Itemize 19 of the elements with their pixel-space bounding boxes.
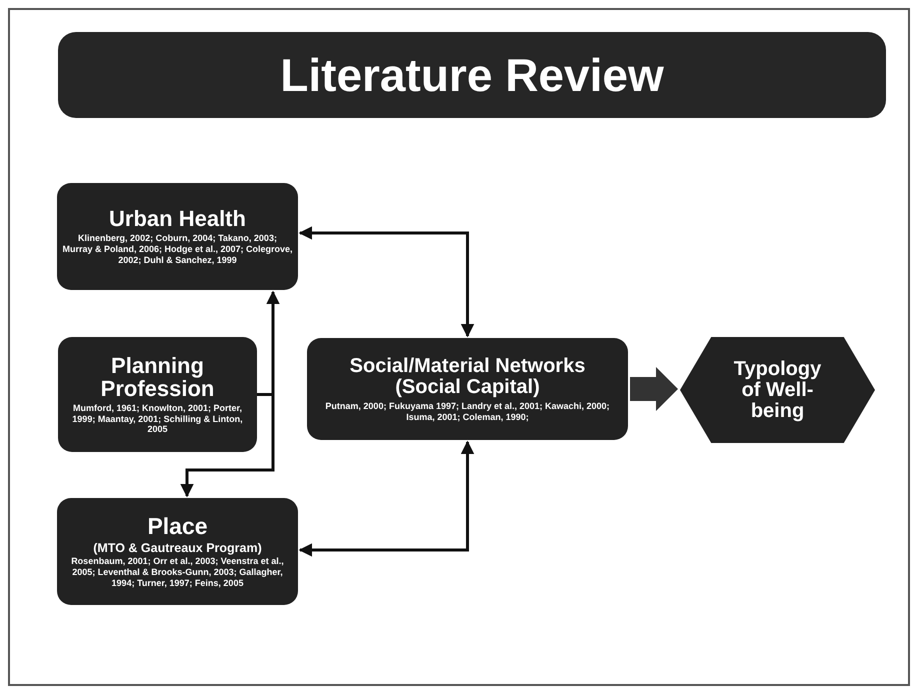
heading: Place: [147, 514, 208, 538]
connector-arrow: [298, 226, 474, 338]
subheading: (MTO & Gautreaux Program): [93, 541, 262, 556]
block-arrow: [630, 367, 678, 411]
reference-list: Rosenbaum, 2001; Orr et al., 2003; Veenstra et al., 2005; Leventhal & Brooks-Gunn, 2003; Gallagher, 1994; Turner, 1997; Feins, 2005: [62, 556, 293, 589]
connector-arrow: [180, 393, 274, 498]
heading: Urban Health: [109, 207, 246, 230]
reference-list: Putnam, 2000; Fukuyama 1997; Landry et al., 2001; Kawachi, 2000; Isuma, 2001; Coleman, 1990;: [312, 400, 623, 422]
reference-box: [58, 337, 257, 452]
reference-list: Klinenberg, 2002; Coburn, 2004; Takano, 2003; Murray & Poland, 2006; Hodge et al., 2007; Colegrove, 2002; Duhl & Sanchez, 1999: [62, 233, 293, 266]
heading: Social/Material Networks (Social Capital): [348, 356, 586, 398]
heading: Planning Profession: [100, 354, 216, 400]
reference-list: Mumford, 1961; Knowlton, 2001; Porter, 1999; Maantay, 2001; Schilling & Linton, 2005: [63, 402, 252, 436]
slide-title: Literature Review: [58, 32, 886, 118]
connector-arrow: [298, 440, 474, 557]
reference-box: [57, 183, 298, 290]
reference-box: [57, 498, 298, 605]
reference-box: [307, 338, 628, 440]
heading: Typology of Well-being: [732, 358, 822, 422]
